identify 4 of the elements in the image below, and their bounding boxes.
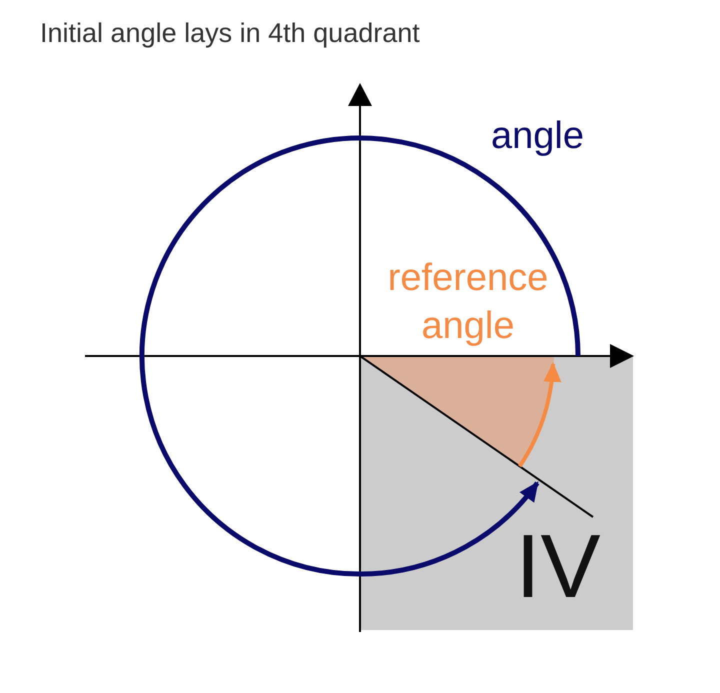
title: Initial angle lays in 4th quadrant — [40, 18, 420, 49]
reference-angle-label: reference angle — [386, 256, 550, 349]
quadrant-numeral: IV — [514, 522, 602, 612]
angle-label: angle — [490, 114, 585, 159]
